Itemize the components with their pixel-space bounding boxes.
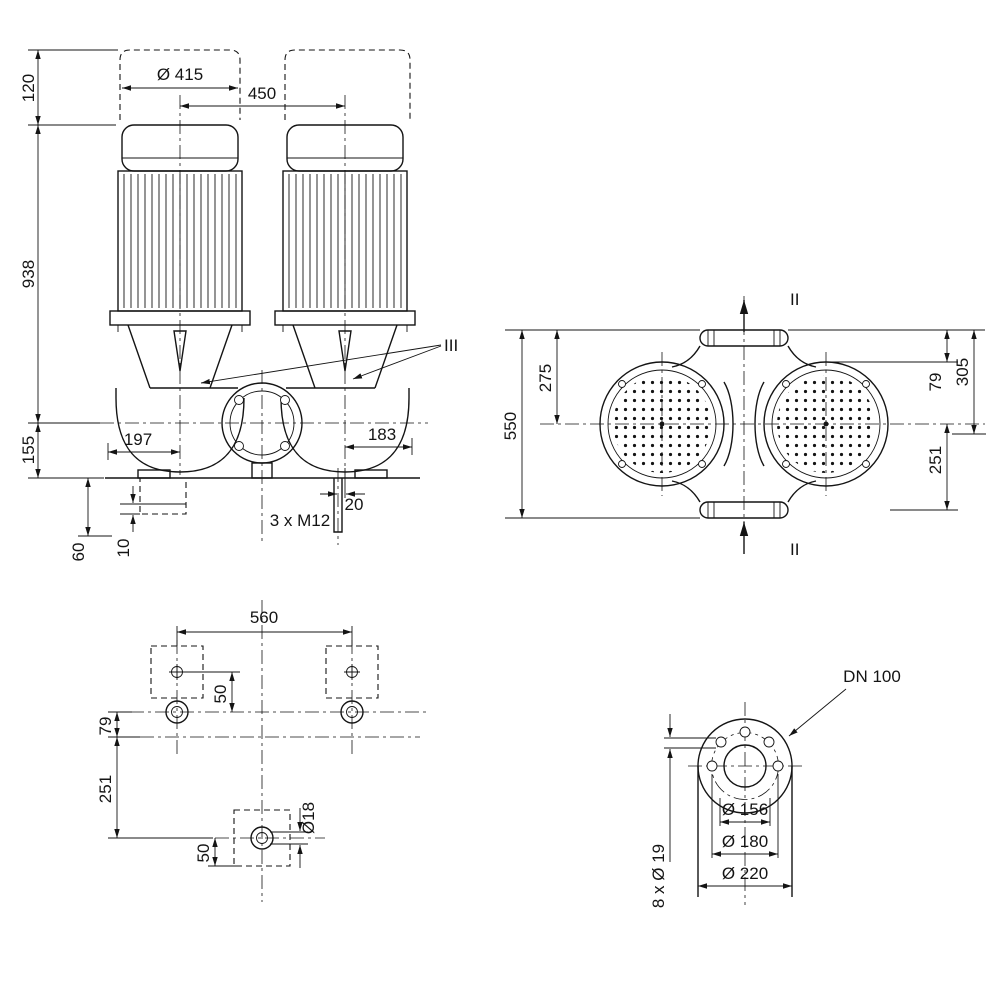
anchor-bottom	[233, 809, 291, 867]
foundation-block	[139, 477, 187, 515]
dim-width-center: 275	[536, 364, 555, 392]
dim-axis-to-edge: 79	[926, 373, 945, 392]
dim-foundation-depth: 60	[69, 543, 88, 562]
clearance-box-left	[119, 49, 241, 120]
dim-bolt-circle-dia: Ø 180	[722, 832, 768, 851]
dim-axis-offset: 79	[96, 717, 115, 736]
foundation-plan: 560 50 79 251 50 Ø18	[96, 600, 428, 902]
lantern-left	[127, 324, 233, 389]
dim-grout-thickness: 10	[114, 539, 133, 558]
foundation-dimensions: 560 50 79 251 50 Ø18	[96, 608, 353, 868]
dim-offset-left: 197	[124, 430, 152, 449]
pump-casing	[105, 382, 420, 545]
pipe-neck	[697, 766, 793, 897]
dim-bolt-holes: 8 x Ø 19	[649, 844, 668, 908]
label-section-II-bottom: II	[790, 540, 799, 559]
top-view: 550 275 79 305 251 II II	[501, 290, 986, 559]
flange-detail: DN 100 Ø 156 Ø 180 Ø 220 8 x Ø 19	[649, 667, 901, 908]
dim-axis-to-bolt: 251	[96, 775, 115, 803]
label-section-III: III	[444, 336, 458, 355]
dim-offset-upper: 50	[211, 685, 230, 704]
lantern-right	[292, 324, 398, 389]
dim-motor-clearance-dia: Ø 415	[157, 65, 203, 84]
dim-anchor-offset: 20	[345, 495, 364, 514]
dim-motor-spacing: 450	[248, 84, 276, 103]
dim-removal-clearance: 120	[19, 74, 38, 102]
label-anchor-bolts: 3 x M12	[270, 511, 330, 530]
dim-motor-extent: 305	[953, 358, 972, 386]
motor-fins-left	[123, 174, 237, 308]
dim-outer-dia: Ø 220	[722, 864, 768, 883]
front-view: Ø 415 450 120 938 155 197 183 60 10	[19, 49, 458, 562]
top-view-dimensions: 550 275 79 305 251 II II	[501, 290, 986, 559]
dim-height-total: 938	[19, 260, 38, 288]
dim-hole-dia: Ø18	[299, 802, 318, 834]
dim-height-base: 155	[19, 436, 38, 464]
label-section-II-top: II	[790, 290, 799, 309]
dim-offset-lower: 50	[194, 844, 213, 863]
flange-body	[697, 718, 793, 897]
clearance-box-right	[284, 49, 411, 120]
label-nominal-dia: DN 100	[843, 667, 901, 686]
flange-dimensions: DN 100 Ø 156 Ø 180 Ø 220 8 x Ø 19	[649, 667, 901, 908]
dim-offset-right: 183	[368, 425, 396, 444]
dim-width-total: 550	[501, 412, 520, 440]
dim-axis-to-flange: 251	[926, 446, 945, 474]
dim-bolt-spacing: 560	[250, 608, 278, 627]
fan-cover-left	[599, 361, 725, 487]
suction-flange-bottom	[699, 501, 789, 519]
front-view-dimensions: Ø 415 450 120 938 155 197 183 60 10	[19, 49, 458, 562]
fan-cover-right	[763, 361, 889, 487]
motor-fins-right	[288, 174, 402, 308]
dim-raised-face-dia: Ø 156	[722, 800, 768, 819]
